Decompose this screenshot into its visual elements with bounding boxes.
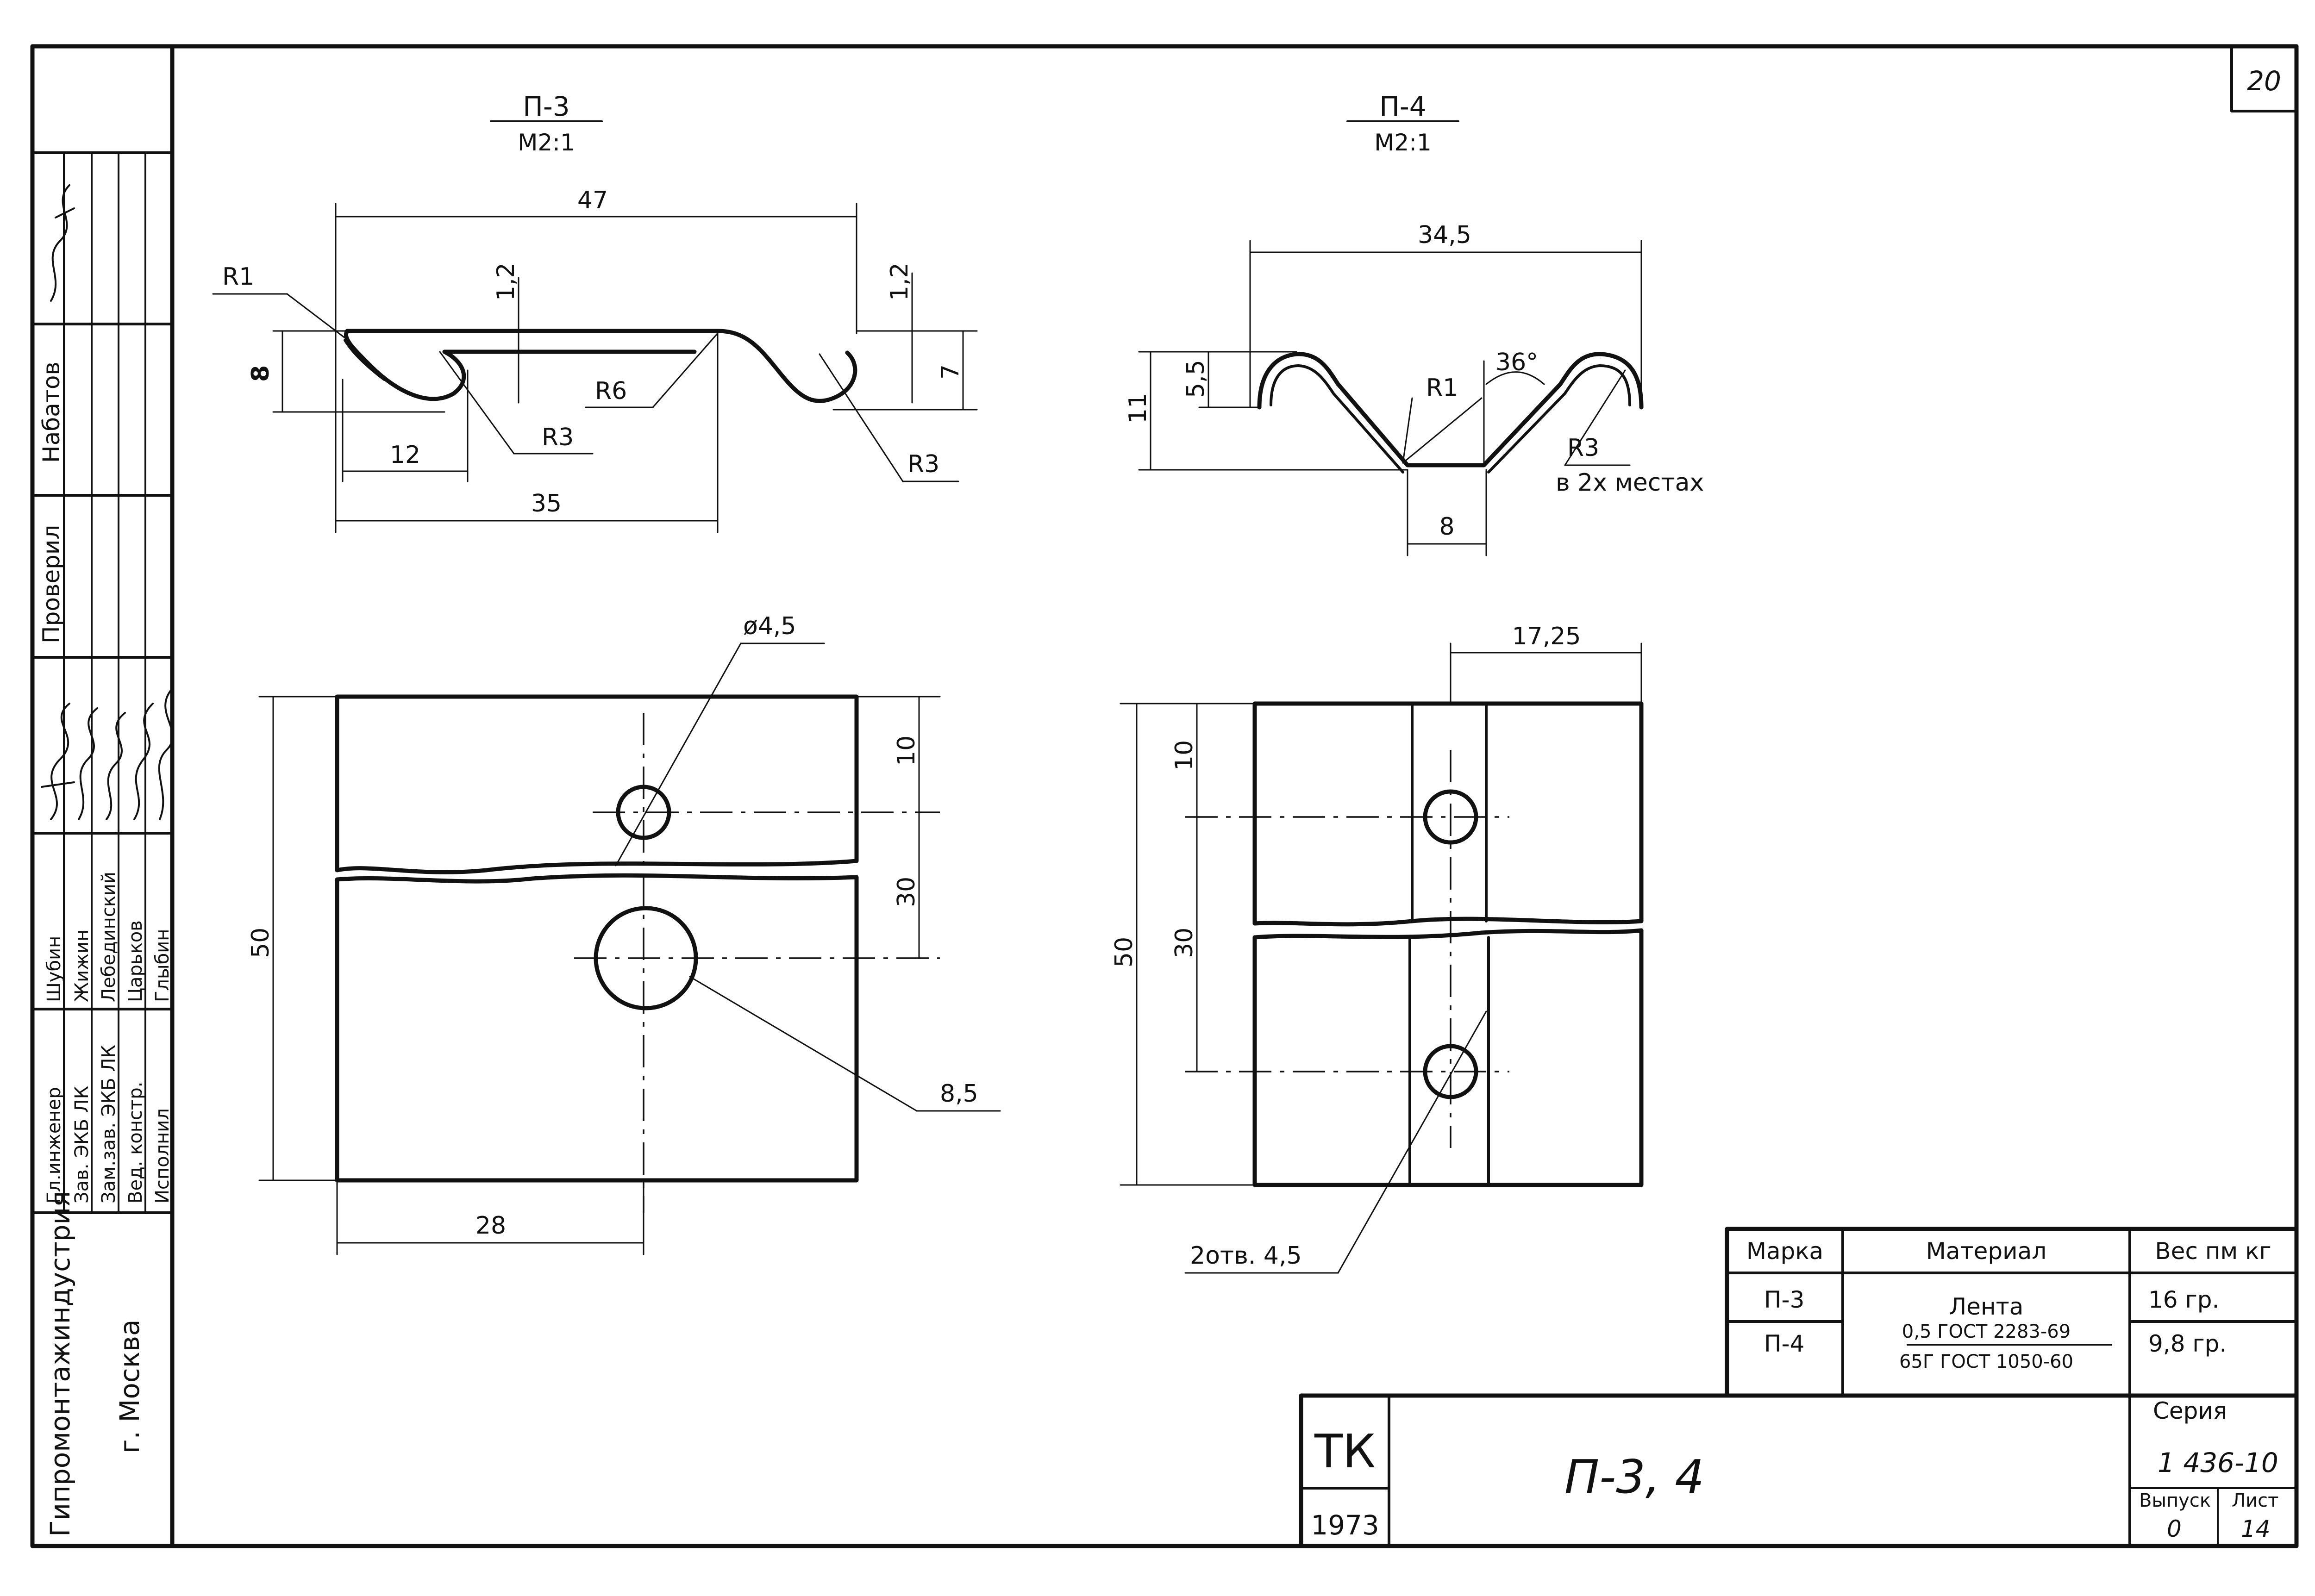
p3-profile-shape bbox=[344, 329, 857, 403]
table-row-weight-2: 9,8 гр. bbox=[2148, 1330, 2227, 1357]
signature-6 bbox=[158, 689, 174, 820]
staff-name-4: Царьков bbox=[125, 920, 146, 1002]
checked-label: Проверил bbox=[38, 525, 65, 643]
staff-name-2: Жижин bbox=[71, 929, 93, 1002]
signature-5 bbox=[133, 703, 154, 820]
sheet-number-box bbox=[2230, 45, 2298, 112]
staff-role-3: Зам.зав. ЭКБ ЛК bbox=[98, 1045, 119, 1203]
staff-name-1: Шубин bbox=[44, 936, 65, 1002]
signature-1 bbox=[50, 184, 75, 302]
signature-4 bbox=[106, 712, 126, 820]
p4-dim-10: 10 bbox=[1170, 740, 1198, 771]
p3-dim-35: 35 bbox=[531, 490, 562, 517]
table-header-mark: Марка bbox=[1746, 1238, 1823, 1265]
table-header-material: Материал bbox=[1926, 1238, 2047, 1265]
p3-dim-hole: ø4,5 bbox=[743, 612, 796, 640]
title-block: ТК 1973 П-3, 4 Серия 1 436-10 Выпуск 0 Л… bbox=[1299, 1393, 2299, 1548]
org-city: г. Москва bbox=[114, 1319, 145, 1453]
signature-2 bbox=[41, 703, 75, 820]
drawing-name: П-3, 4 bbox=[1564, 1450, 1704, 1504]
p3-r6: R6 bbox=[595, 377, 627, 405]
p4-angle: 36° bbox=[1495, 349, 1538, 376]
p4-dim-17-25: 17,25 bbox=[1512, 623, 1581, 650]
p3-dim-8-5: 8,5 bbox=[940, 1080, 978, 1108]
org-name: Гипромонтажиндустрия bbox=[44, 1191, 76, 1537]
material-line-2: 65Г ГОСТ 1050-60 bbox=[1899, 1351, 2073, 1372]
tk-label: ТК bbox=[1314, 1424, 1376, 1478]
p3-plan-view: 50 10 30 28 ø4,5 8,5 bbox=[247, 612, 1001, 1255]
staff-role-2: Зав. ЭКБ ЛК bbox=[71, 1086, 93, 1203]
p4-profile-view: П-4 М2:1 34,5 5,5 11 R1 36° R3 в 2х мест… bbox=[1124, 91, 1704, 556]
p3-profile-view: П-3 М2:1 47 1,2 1,2 8 7 12 bbox=[212, 91, 978, 533]
table-row-mark-2: П-4 bbox=[1764, 1330, 1804, 1357]
page-label: Лист bbox=[2232, 1490, 2278, 1511]
p4-dim-8: 8 bbox=[1439, 513, 1454, 541]
material-line-1: 0,5 ГОСТ 2283-69 bbox=[1902, 1321, 2071, 1342]
signature-3 bbox=[78, 707, 98, 820]
series-label: Серия bbox=[2153, 1397, 2227, 1424]
p4-r3: R3 bbox=[1567, 434, 1599, 462]
staff-role-4: Вед. констр. bbox=[125, 1082, 146, 1203]
p4-dim-34-5: 34,5 bbox=[1418, 221, 1471, 249]
p4-holes: 2отв. 4,5 bbox=[1190, 1242, 1302, 1270]
tk-year: 1973 bbox=[1311, 1509, 1379, 1541]
p3-dim-50: 50 bbox=[247, 928, 275, 958]
sidebar: Набатов Проверил Гл.инженер Зав. ЭКБ ЛК … bbox=[31, 151, 174, 1537]
p4-dim-11: 11 bbox=[1124, 393, 1152, 424]
page-value: 14 bbox=[2241, 1515, 2271, 1542]
p3-r3-b: R3 bbox=[907, 450, 939, 478]
staff-name-3: Лебединский bbox=[98, 872, 119, 1002]
table-row-mark-1: П-3 bbox=[1764, 1286, 1804, 1313]
p3-scale: М2:1 bbox=[518, 129, 575, 156]
material-name: Лента bbox=[1949, 1293, 2024, 1320]
series-value: 1 436-10 bbox=[2158, 1447, 2278, 1478]
p4-r1: R1 bbox=[1426, 374, 1458, 402]
issue-value: 0 bbox=[2167, 1515, 2182, 1542]
p4-r3-note: в 2х местах bbox=[1556, 469, 1704, 497]
p3-dim-7: 7 bbox=[937, 364, 964, 380]
material-table: Марка Материал Вес пм кг П-3 16 гр. П-4 … bbox=[1725, 1227, 2299, 1398]
sheet-number: 20 bbox=[2247, 65, 2281, 97]
p4-plate-lower bbox=[1252, 928, 1644, 1187]
p3-dim-8: 8 bbox=[247, 365, 275, 382]
p4-dim-5-5: 5,5 bbox=[1182, 360, 1210, 398]
p4-plan-view: 17,25 50 10 30 2отв. 4,5 bbox=[1110, 623, 1644, 1274]
issue-label: Выпуск bbox=[2139, 1490, 2211, 1511]
p3-dim-47: 47 bbox=[577, 187, 608, 214]
p4-title: П-4 bbox=[1379, 91, 1426, 122]
staff-role-5: Исполнил bbox=[152, 1108, 173, 1203]
table-row-weight-1: 16 гр. bbox=[2148, 1286, 2219, 1313]
p3-plate-lower bbox=[335, 873, 859, 1183]
p3-dim-1-2-b: 1,2 bbox=[886, 262, 913, 301]
p4-plate-upper bbox=[1252, 701, 1644, 927]
p4-profile-shape bbox=[1257, 352, 1644, 468]
p3-dim-1-2-a: 1,2 bbox=[492, 262, 520, 301]
p3-plate-upper bbox=[335, 694, 859, 874]
staff-name-5: Глыбин bbox=[152, 929, 173, 1002]
p3-dim-28: 28 bbox=[476, 1212, 506, 1240]
p4-dim-50: 50 bbox=[1110, 937, 1138, 967]
p3-title: П-3 bbox=[523, 91, 569, 122]
checker-name: Набатов bbox=[38, 362, 65, 463]
table-header-weight: Вес пм кг bbox=[2155, 1238, 2271, 1265]
p3-dim-30: 30 bbox=[893, 877, 920, 907]
p4-dim-30: 30 bbox=[1170, 928, 1198, 958]
p3-dim-12: 12 bbox=[390, 441, 420, 469]
p3-r1: R1 bbox=[222, 263, 254, 291]
p3-dim-10: 10 bbox=[893, 736, 920, 766]
staff-role-1: Гл.инженер bbox=[44, 1087, 65, 1203]
p4-scale: М2:1 bbox=[1374, 129, 1432, 156]
p3-r3-a: R3 bbox=[542, 424, 574, 451]
